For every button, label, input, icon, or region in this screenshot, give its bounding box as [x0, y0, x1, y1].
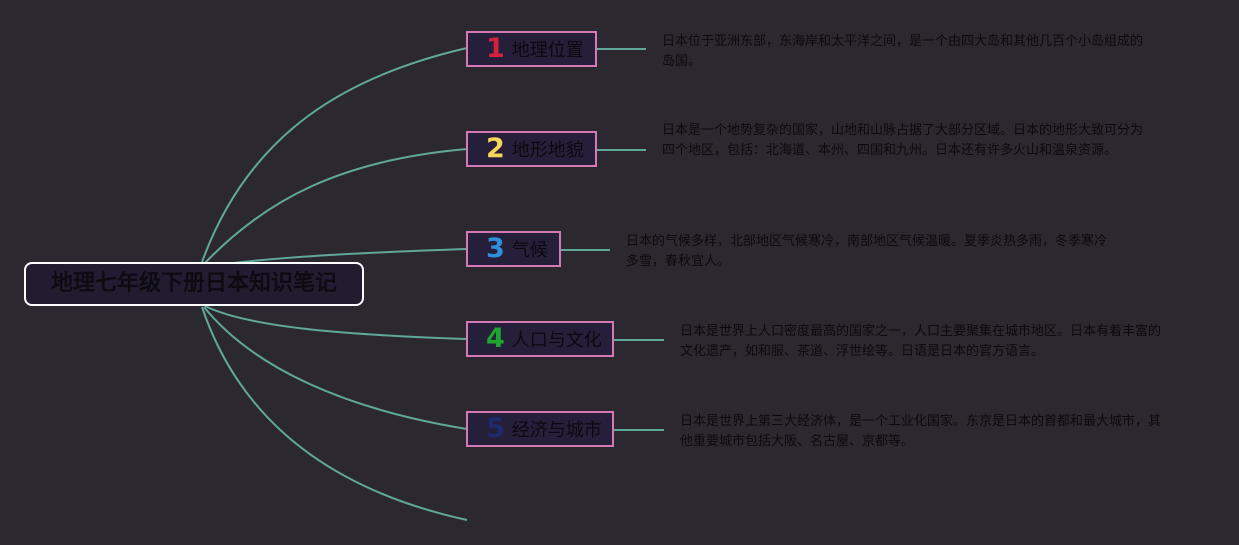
branch-line-5 — [203, 306, 468, 430]
topic-description-3: 日本的气候多样，北部地区气候寒冷，南部地区气候温暖。夏季炎热多雨，冬季寒冷多雪，… — [626, 234, 1108, 269]
topic-label-4: 人口与文化 — [511, 330, 602, 351]
topic-number-2: 2 — [486, 133, 505, 164]
topic-node-1[interactable]: 1 地理位置 — [466, 31, 597, 67]
topic-number-5: 5 — [486, 413, 505, 444]
branch-line-4 — [204, 305, 468, 340]
topic-description-2: 日本是一个地势复杂的国家，山地和山脉占据了大部分区域。日本的地形大致可分为四个地… — [662, 123, 1144, 158]
topic-description-1: 日本位于亚洲东部，东海岸和太平洋之间，是一个由四大岛和其他几百个小岛组成的岛国。 — [662, 34, 1144, 69]
topic-number-4: 4 — [486, 323, 505, 354]
branch-line-6 — [201, 306, 468, 521]
topic-label-1: 地理位置 — [511, 40, 584, 61]
topic-node-5[interactable]: 5 经济与城市 — [466, 411, 614, 447]
branch-line-1 — [201, 47, 468, 263]
topic-label-5: 经济与城市 — [511, 420, 602, 441]
topic-node-3[interactable]: 3 气候 — [466, 231, 561, 267]
topic-label-3: 气候 — [511, 240, 548, 261]
topic-number-1: 1 — [486, 33, 505, 64]
topic-description-5: 日本是世界上第三大经济体，是一个工业化国家。东京是日本的首都和最大城市，其他重要… — [680, 414, 1162, 449]
topic-node-2[interactable]: 2 地形地貌 — [466, 131, 597, 167]
central-topic[interactable]: 地理七年级下册日本知识笔记 — [24, 262, 364, 306]
topic-number-3: 3 — [486, 233, 505, 264]
topic-description-4: 日本是世界上人口密度最高的国家之一，人口主要聚集在城市地区。日本有着丰富的文化遗… — [680, 324, 1162, 359]
topic-node-4[interactable]: 4 人口与文化 — [466, 321, 614, 357]
topic-label-2: 地形地貌 — [511, 140, 584, 161]
branch-line-2 — [203, 148, 468, 265]
